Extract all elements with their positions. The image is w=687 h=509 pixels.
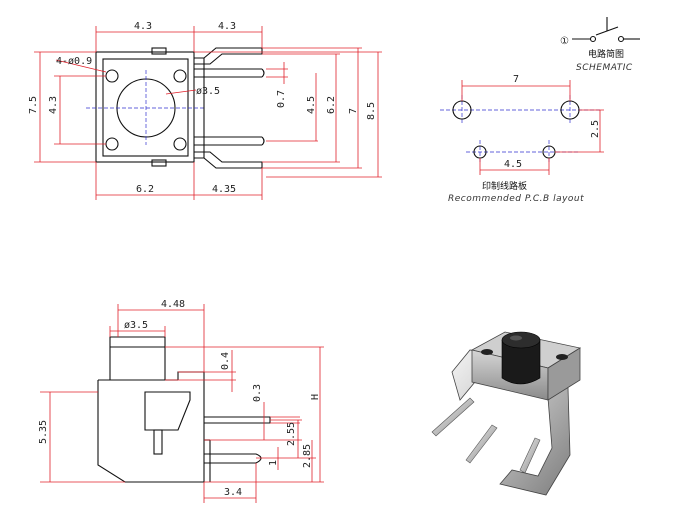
side-view: 4.48 ø3.5 0.4 0.3 H 5.35 2.55 2.85 1 [38, 299, 324, 503]
pcb-dim-outer-pitch: 7 [513, 74, 519, 85]
product-body-side [547, 347, 581, 401]
side-dim-total-height: 5.35 [38, 420, 49, 444]
pcb-dim-row-gap: 2.5 [590, 120, 601, 138]
side-dim-base: 3.4 [224, 487, 242, 498]
dim-lead-length: 4.35 [212, 184, 236, 195]
switch-body-outline [95, 51, 195, 163]
side-stem [153, 429, 163, 455]
leader-holes [55, 59, 107, 73]
dim-lead-pitch-b: 6.2 [326, 96, 337, 114]
side-body [97, 371, 205, 483]
mount-hole-tr [173, 69, 187, 83]
mount-hole-tl [105, 69, 119, 83]
lead-top-bent [194, 47, 263, 65]
dim-overall: 8.5 [366, 102, 377, 120]
side-actuator [109, 336, 166, 381]
lead-bottom-bent [194, 151, 263, 169]
schematic-contact-left [589, 35, 597, 43]
schematic-title-en: SCHEMATIC [576, 63, 633, 73]
dim-lead-pitch-c: 7 [348, 108, 359, 114]
side-lead-upper [204, 416, 271, 424]
lead-lower [194, 136, 265, 146]
product-actuator-top [501, 331, 541, 349]
side-dim-actuator: ø3.5 [124, 320, 148, 331]
product-actuator [501, 339, 541, 385]
top-view: 4.3 4.3 7.5 4.3 4-ø0.9 ø3.5 6.2 4.35 0.7… [28, 21, 382, 200]
dim-width-left: 4.3 [134, 21, 152, 32]
product-lead-front-left [431, 397, 475, 437]
dim-height-body: 7.5 [28, 96, 39, 114]
side-dim-gap-a: 0.4 [220, 352, 231, 370]
dim-width-right: 4.3 [218, 21, 236, 32]
schematic-terminal: ① [560, 36, 569, 47]
product-bump-right [556, 354, 568, 360]
product-lead-front-right [519, 437, 541, 474]
leader-actuator [165, 89, 197, 95]
top-tab [151, 47, 167, 55]
side-dim-lead-a: 2.55 [286, 422, 297, 446]
pcb-title-en: Recommended P.C.B layout [448, 194, 584, 204]
lead-upper [194, 68, 265, 78]
side-lead-lower [204, 453, 262, 464]
dim-lead-width: 0.7 [276, 90, 287, 108]
schematic-title-cn: 电路简图 [588, 48, 624, 60]
switch-body-inner [102, 58, 189, 157]
dim-actuator: ø3.5 [196, 86, 220, 97]
bottom-tab [151, 159, 167, 167]
pcb-dim-inner-pitch: 4.5 [504, 159, 522, 170]
dim-body-width: 6.2 [136, 184, 154, 195]
side-dim-lead-b: 2.85 [302, 444, 313, 468]
product-illustration [431, 331, 582, 496]
pcb-title-cn: 印制线路板 [482, 180, 527, 192]
side-housing [144, 391, 191, 431]
side-dim-gap-b: 0.3 [252, 384, 263, 402]
side-dim-offset: 1 [268, 460, 279, 466]
dim-lead-pitch-a: 4.5 [306, 96, 317, 114]
mount-hole-bl [105, 137, 119, 151]
schematic: ① 电路简图 SCHEMATIC [560, 17, 640, 73]
product-bump-left [481, 349, 493, 355]
mount-hole-br [173, 137, 187, 151]
product-lead-front-mid [465, 424, 498, 464]
side-dim-depth: 4.48 [161, 299, 185, 310]
dim-height-inner: 4.3 [48, 96, 59, 114]
schematic-contact-right [617, 35, 625, 43]
pcb-layout: 7 2.5 4.5 印制线路板 Recommended P.C.B layout [440, 74, 604, 204]
side-dim-height-label: H [310, 394, 321, 400]
dim-holes: 4-ø0.9 [56, 56, 92, 67]
